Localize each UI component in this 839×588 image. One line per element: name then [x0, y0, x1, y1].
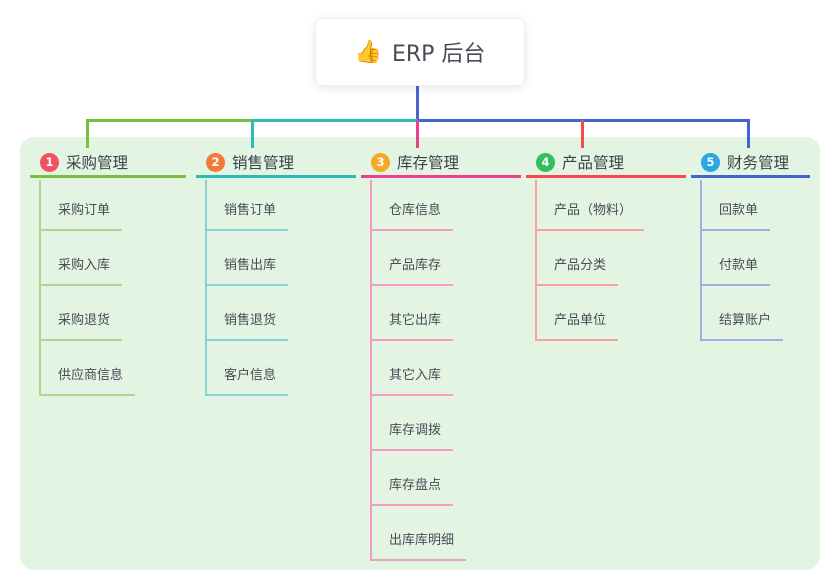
- rail-segment-left: [86, 119, 252, 122]
- child-node[interactable]: 采购订单: [39, 192, 123, 231]
- branch-label: 财务管理: [727, 154, 790, 172]
- child-node[interactable]: 库存调拨: [370, 412, 454, 451]
- branch-spine-line: [205, 180, 207, 396]
- thumbs-up-icon: 👍: [354, 39, 382, 65]
- child-node[interactable]: 产品（物料）: [535, 192, 645, 231]
- child-node[interactable]: 仓库信息: [370, 192, 454, 231]
- child-node[interactable]: 出库库明细: [370, 522, 467, 561]
- branch-drop-line: [581, 120, 584, 148]
- branch-label: 销售管理: [232, 154, 295, 172]
- child-node[interactable]: 供应商信息: [39, 357, 136, 396]
- child-node[interactable]: 库存盘点: [370, 467, 454, 506]
- branch-node-3[interactable]: 3 库存管理: [361, 149, 521, 178]
- branch-drop-line: [416, 120, 419, 148]
- background-panel: [20, 137, 820, 570]
- branch-number-badge: 3: [371, 152, 390, 172]
- branch-label: 采购管理: [66, 154, 129, 172]
- child-node[interactable]: 产品单位: [535, 302, 619, 341]
- child-node[interactable]: 结算账户: [700, 302, 784, 341]
- branch-number-badge: 2: [206, 152, 225, 172]
- branch-number-badge: 5: [701, 152, 720, 172]
- branch-label: 产品管理: [562, 154, 625, 172]
- root-connector: [416, 84, 419, 121]
- child-node[interactable]: 其它出库: [370, 302, 454, 341]
- child-node[interactable]: 产品库存: [370, 247, 454, 286]
- child-node[interactable]: 回款单: [700, 192, 771, 231]
- rail-segment-middle: [252, 119, 417, 122]
- branch-number-badge: 4: [536, 152, 555, 172]
- branch-spine-line: [700, 180, 702, 341]
- branch-drop-line: [747, 120, 750, 148]
- root-label: ERP 后台: [391, 42, 486, 67]
- child-node[interactable]: 客户信息: [205, 357, 289, 396]
- branch-node-1[interactable]: 1 采购管理: [30, 149, 186, 178]
- branch-node-2[interactable]: 2 销售管理: [196, 149, 356, 178]
- branch-drop-line: [251, 120, 254, 148]
- branch-node-4[interactable]: 4 产品管理: [526, 149, 686, 178]
- root-node[interactable]: 👍 ERP 后台: [315, 18, 525, 86]
- branch-number-badge: 1: [40, 152, 59, 172]
- branch-spine-line: [39, 180, 41, 396]
- child-node[interactable]: 产品分类: [535, 247, 619, 286]
- child-node[interactable]: 销售退货: [205, 302, 289, 341]
- child-node[interactable]: 销售订单: [205, 192, 289, 231]
- child-node[interactable]: 其它入库: [370, 357, 454, 396]
- child-node[interactable]: 采购退货: [39, 302, 123, 341]
- branch-drop-line: [86, 120, 89, 148]
- child-node[interactable]: 采购入库: [39, 247, 123, 286]
- child-node[interactable]: 销售出库: [205, 247, 289, 286]
- branch-node-5[interactable]: 5 财务管理: [691, 149, 810, 178]
- branch-spine-line: [535, 180, 537, 341]
- child-node[interactable]: 付款单: [700, 247, 771, 286]
- branch-label: 库存管理: [397, 154, 460, 172]
- branch-spine-line: [370, 180, 372, 561]
